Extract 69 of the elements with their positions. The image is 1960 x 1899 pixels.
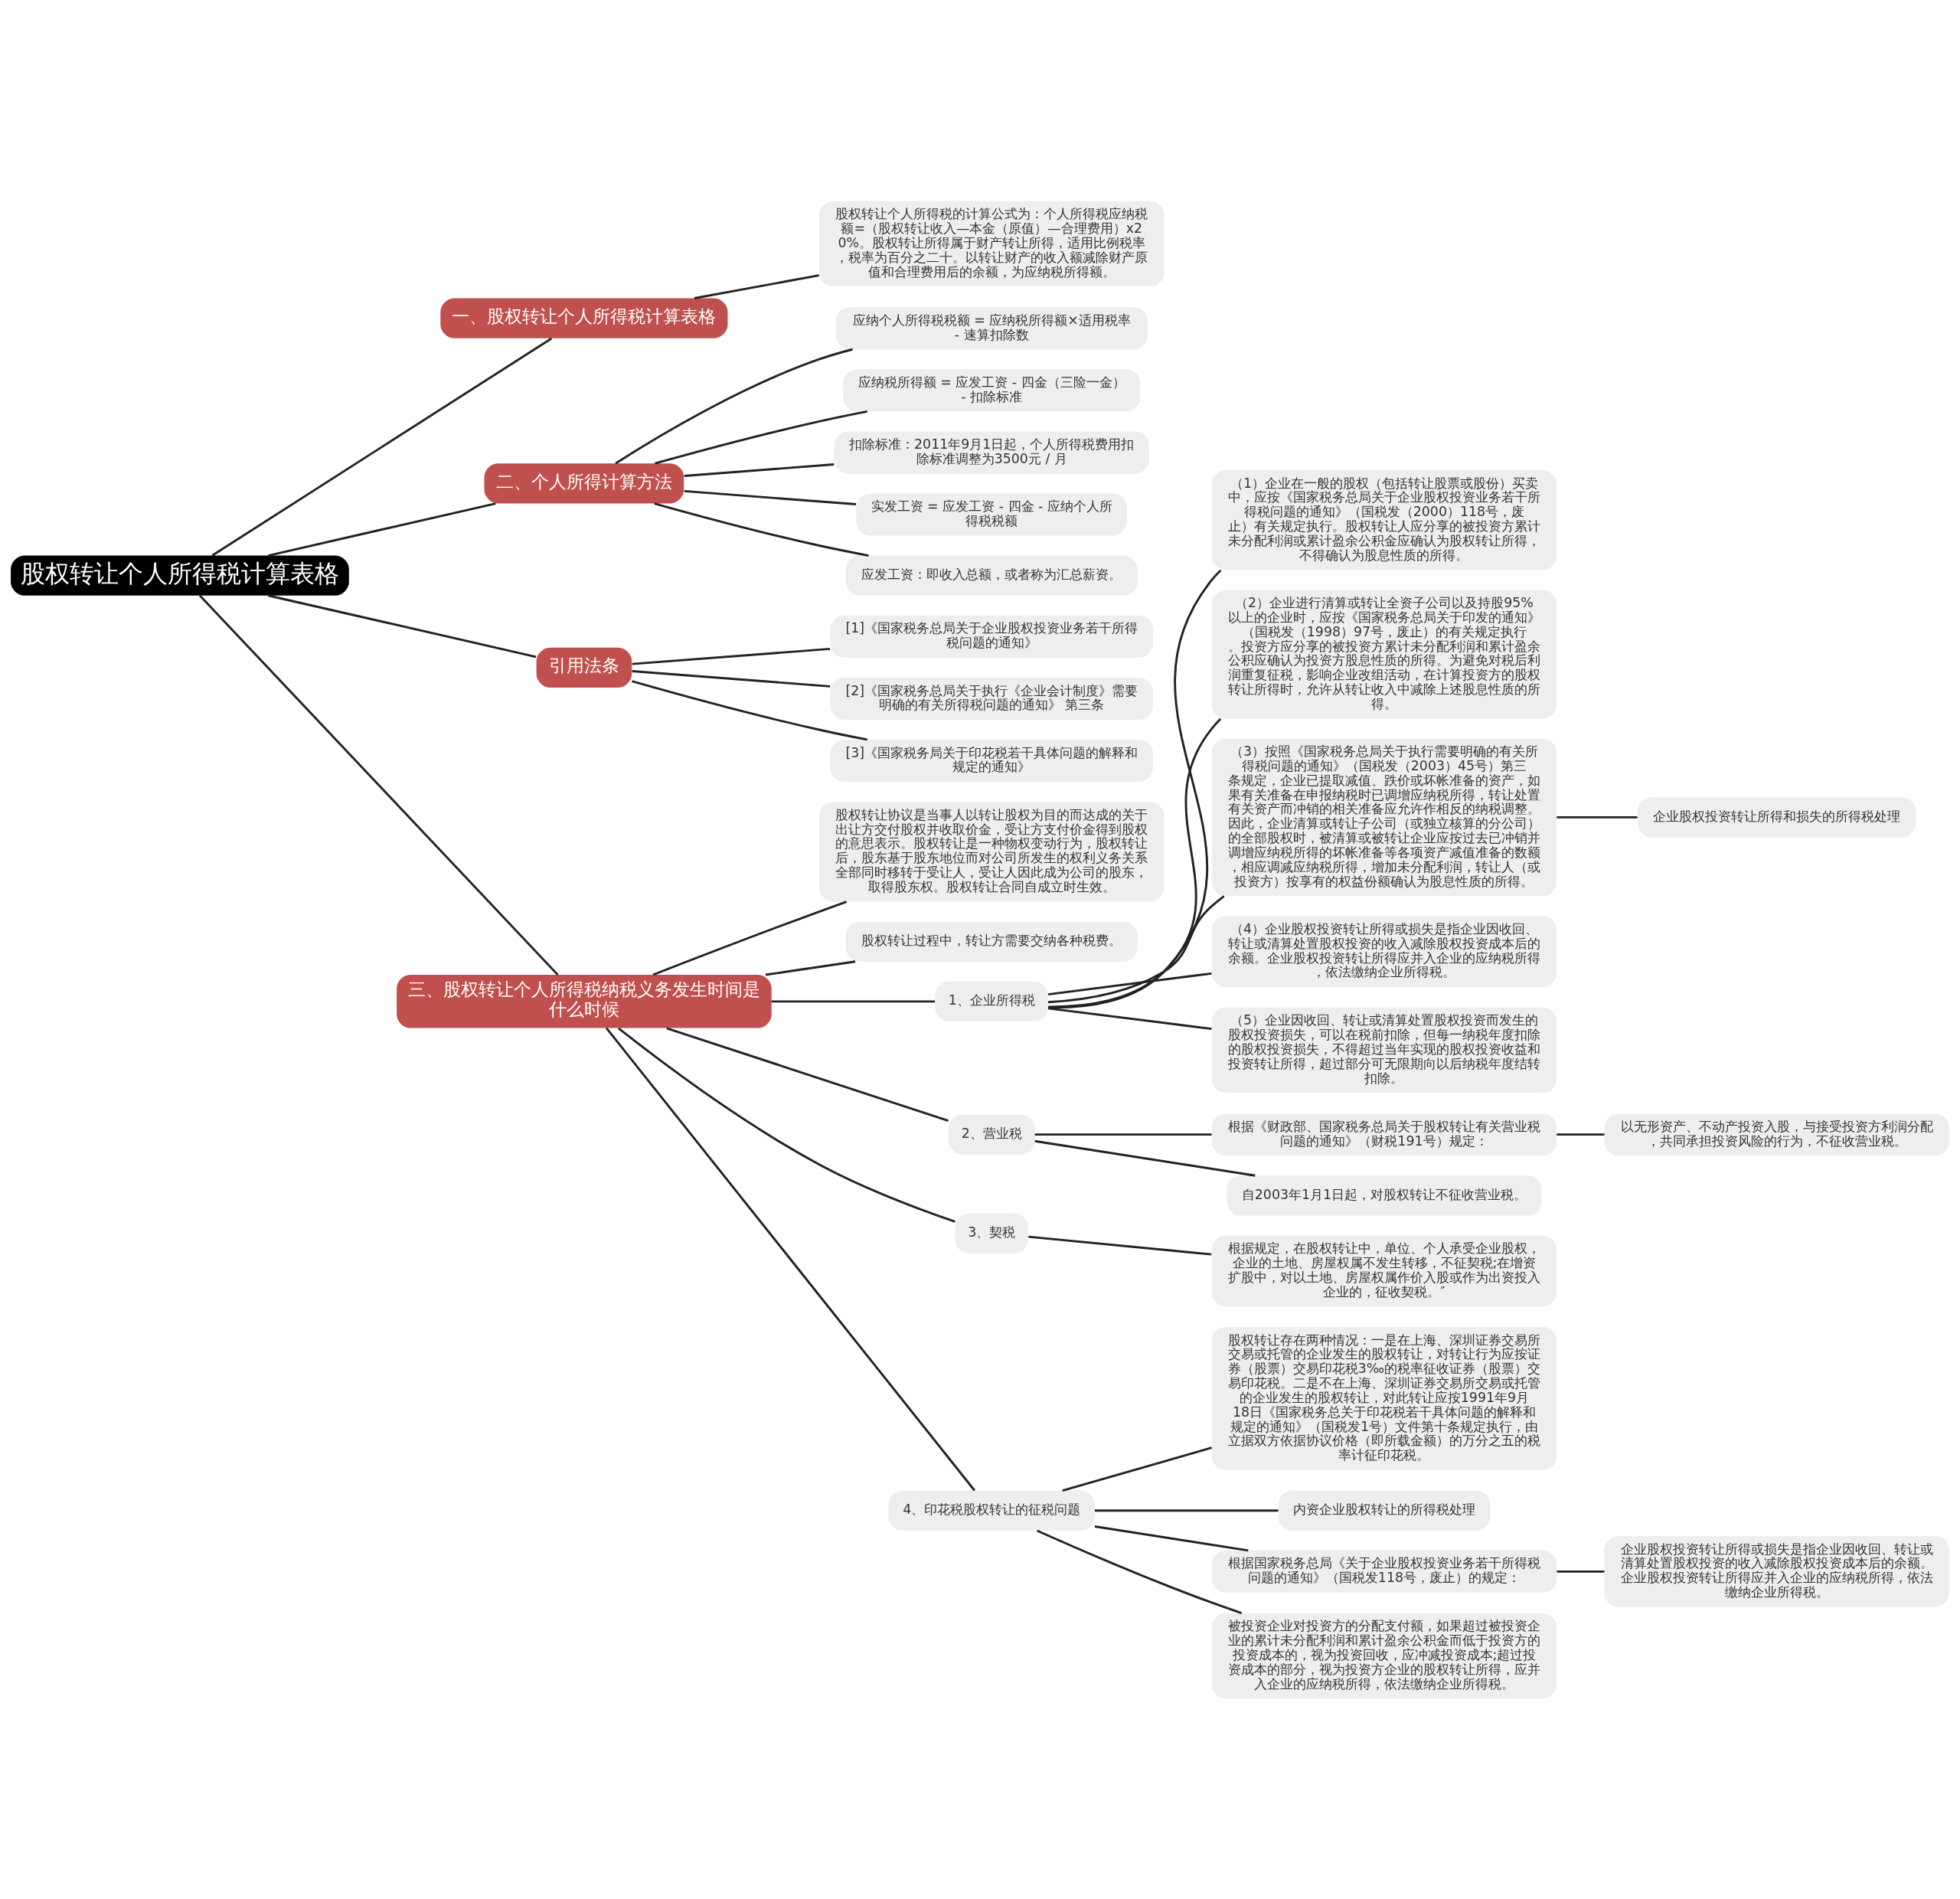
connector (1557, 1570, 1605, 1573)
connector (694, 273, 819, 299)
node-box: 被投资企业对投资方的分配支付额，如果超过被投资企业的累计未分配利润和累计盈余公积金而低于投资方的投资成本的，视为投资回收，应冲减投资成本;超过投资成本的部分，视为投资方企业的股权转让所得，应并入企业的应纳税所得，依法缴纳企业所得税。 (1211, 1613, 1557, 1698)
connector (1048, 1007, 1212, 1030)
connector (1062, 1446, 1212, 1492)
node-box: [2]《国家税务总局关于执行《企业会计制度》需要明确的有关所得税问题的通知》 第三条 (830, 677, 1153, 720)
connector (605, 1027, 976, 1491)
node-box: 根据《财政部、国家税务总局关于股权转让有关营业税问题的通知》（财税191号）规定： (1211, 1113, 1557, 1155)
node-box: 应纳个人所得税税额 = 应纳税所得额×适用税率 - 速算扣除数 (835, 306, 1148, 349)
node-box: 实发工资 = 应发工资 - 四金 - 应纳个人所得税税额 (856, 492, 1127, 535)
connector (1048, 972, 1212, 995)
node-box: （2）企业进行清算或转让全资子公司以及持股95%以上的企业时，应按《国家税务总局关于印发的通知》（国税发（1998）97号，废止）的有关规定执行。投资方应分享的被投资方累计未分配利润和累计盈余公积应确认为投资方股息性质的所得。为避免对税后利润重复征税，影响企业改组活动，在计算投资方的股权转让所得时，允许从转让收入中减除上述股息性质的所得。 (1211, 590, 1557, 718)
node-box: （5）企业因收回、转让或清算处置股权投资而发生的股权投资损失，可以在税前扣除，但每一纳税年度扣除的股权投资损失，不得超过当年实现的股权投资收益和投资转让所得，超过部分可无限期向以后纳税年度结转扣除。 (1211, 1007, 1557, 1093)
connector (615, 348, 853, 464)
connector (1094, 1525, 1249, 1551)
connector (1037, 1529, 1243, 1614)
node-box: 1、企业所得税 (935, 981, 1049, 1021)
connector (632, 679, 867, 740)
connector (666, 1026, 949, 1122)
node-box: 根据国家税务总局《关于企业股权投资业务若干所得税问题的通知》（国税发118号，废止）的规定： (1211, 1550, 1557, 1593)
connector (1034, 1133, 1212, 1136)
connector (1048, 717, 1222, 1008)
node-box: 股权转让个人所得税计算表格 (11, 555, 349, 596)
connector (1048, 569, 1222, 1008)
node-box: 股权转让个人所得税的计算公式为：个人所得税应纳税额=（股权转让收入—本金（原值）—合理费用）x20%。股权转让所得属于财产转让所得，适用比例税率，税率为百分之二十。以转让财产的收入额减除财产原值和合理费用后的余额，为应纳税所得额。 (818, 201, 1165, 286)
node-box: 2、营业税 (948, 1114, 1035, 1155)
node-box: 自2003年1月1日起，对股权转让不征收营业税。 (1227, 1175, 1542, 1215)
connector (268, 593, 537, 658)
connector (268, 502, 496, 557)
connector (211, 337, 553, 557)
node-box: （3）按照《国家税务总局关于执行需要明确的有关所得税问题的通知》（国税发（2003）45号）第三条规定，企业已提取减值、跌价或坏帐准备的资产，如果有关准备在申报纳税时已调增应纳税所得，转让处置有关资产而冲销的相关准备应允许作相反的纳税调整。因此，企业清算或转让子公司（或独立核算的分公司）的全部股权时，被清算或被转让企业应按过去已冲销并调增应纳税所得的坏帐准备等各项资产减值准备的数额，相应调减应纳税所得，增加未分配利润，转让人（或投资方）按享有的权益份额确认为股息性质的所得。 (1211, 738, 1557, 896)
connector (1028, 1235, 1212, 1256)
connector (652, 900, 848, 976)
connector (655, 410, 867, 465)
connector (765, 959, 856, 976)
node-box: （4）企业股权投资转让所得或损失是指企业因收回、转让或清算处置股权投资的收入减除股权投资成本后的余额。企业股权投资转让所得应并入企业的应纳税所得，依法缴纳企业所得税。 (1211, 915, 1557, 987)
node-box: [1]《国家税务总局关于企业股权投资业务若干所得税问题的通知》 (830, 615, 1153, 658)
connector (684, 489, 857, 505)
connector (1557, 815, 1638, 819)
node-box: 4、印花税股权转让的征税问题 (888, 1490, 1095, 1531)
node-box: 股权转让协议是当事人以转让股权为目的而达成的关于出让方交付股权并收取价金，受让方支付价金得到股权的意思表示。股权转让是一种物权变动行为，股权转让后，股东基于股东地位而对公司所发生的权利义务关系全部同时移转于受让人，受让人因此成为公司的股东，取得股东权。股权转让合同自成立时生效。 (818, 801, 1165, 901)
node-box: 应发工资：即收入总额，或者称为汇总薪资。 (845, 555, 1138, 596)
node-box: 股权转让过程中，转让方需要交纳各种税费。 (845, 921, 1138, 962)
node-box: 股权转让存在两种情况：一是在上海、深圳证券交易所交易或托管的企业发生的股权转让，对转让行为应按证券（股票）交易印花税3‰的税率征收证券（股票）交易印花税。二是不在上海、深圳证券交易所交易或托管的企业发生的股权转让，对此转让应按1991年9月18日《国家税务总关于印花税若干具体问题的解释和规定的通知》（国税发1号）文件第十条规定执行，由立据双方依据协议价格（即所载金额）的万分之五的税率计征印花税。 (1211, 1326, 1557, 1470)
connector (771, 999, 936, 1002)
node-box: 以无形资产、不动产投资入股，与接受投资方利润分配，共同承担投资风险的行为，不征收营业税。 (1604, 1113, 1949, 1155)
node-box: 企业股权投资转让所得或损失是指企业因收回、转让或清算处置股权投资的收入减除股权投资成本后的余额。企业股权投资转让所得应并入企业的应纳税所得，依法缴纳企业所得税。 (1604, 1535, 1949, 1607)
connector (617, 1027, 956, 1223)
connector (632, 647, 831, 665)
node-box: 根据规定，在股权转让中，单位、个人承受企业股权，企业的土地、房屋权属不发生转移，不征契税;在增资扩股中，对以土地、房屋权属作价入股或作为出资投入企业的，征收契税。″ (1211, 1235, 1557, 1306)
connector (198, 594, 559, 976)
connector (1048, 894, 1225, 1003)
node-box: 扣除标准：2011年9月1日起，个人所得税费用扣除标准调整为3500元 / 月 (834, 430, 1149, 473)
node-box: 引用法条 (536, 647, 632, 688)
node-box: 内资企业股权转让的所得税处理 (1278, 1490, 1491, 1531)
node-box: 企业股权投资转让所得和损失的所得税处理 (1637, 796, 1916, 837)
connector (1094, 1508, 1279, 1512)
node-box: 二、个人所得计算方法 (484, 462, 684, 503)
node-box: 三、股权转让个人所得税纳税义务发生时间是什么时候 (397, 974, 772, 1028)
connector (1034, 1139, 1256, 1177)
node-box: 一、股权转让个人所得税计算表格 (440, 298, 728, 338)
connector (1557, 1133, 1605, 1136)
connector (654, 502, 869, 557)
node-box: 应纳税所得额 = 应发工资 - 四金（三险一金） - 扣除标准 (843, 368, 1141, 411)
connector (632, 669, 831, 688)
connector (684, 462, 835, 477)
node-box: [3]《国家税务局关于印花税若干具体问题的解释和规定的通知》 (830, 739, 1153, 782)
node-box: 3、契税 (955, 1213, 1028, 1253)
node-box: （1）企业在一般的股权（包括转让股票或股份）买卖中，应按《国家税务总局关于企业股权投资业务若干所得税问题的通知》（国税发（2000）118号，废止）有关规定执行。股权转让人应分享的被投资方累计未分配利润或累计盈余公积金应确认为股权转让所得，不得确认为股息性质的所得。 (1211, 469, 1557, 570)
